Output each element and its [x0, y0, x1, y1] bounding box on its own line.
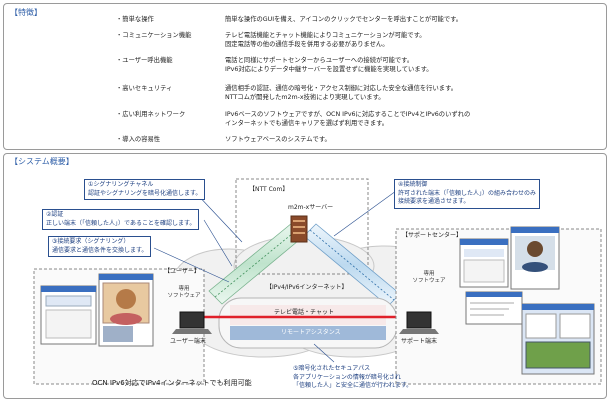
system-heading: 【システム概要】: [10, 157, 74, 166]
feature-desc: テレビ電話機能とチャット機能によりコミュニケーションが可能です。 固定電話等の他…: [225, 32, 426, 48]
user-video-window: [98, 273, 154, 347]
features-heading: 【特徴】: [10, 8, 42, 17]
feature-desc: 電話と同様にサポートセンターからユーザーへの接続が可能です。 IPv6対応により…: [225, 57, 433, 73]
callout-secure-path: ⑤暗号化されたセキュアパス 各アプリケーションの情報が暗号化され 「信頼した人」…: [293, 365, 413, 389]
internet-label: 【IPv4/IPv6インターネット】: [266, 284, 348, 291]
user-terminal-label: ユーザー端末: [170, 338, 206, 345]
callout-authentication: ②認証 正しい端末（「信頼した人」）であることを確認します。: [42, 209, 200, 230]
feature-desc: 簡単な操作のGUIを備え、アイコンのクリックでセンターを呼出すことが可能です。: [225, 16, 463, 23]
callout-connection-control: ④接続制御 許可された端末（「信頼した人」）の組み合わせのみ 接続要求を通過させ…: [394, 179, 541, 209]
user-app-window: [40, 285, 97, 345]
system-overview-panel: 【システム概要】: [3, 153, 607, 399]
support-video-window: [510, 226, 560, 290]
feature-term: ・導入の容易性: [116, 136, 161, 143]
laptop-icon: [399, 311, 439, 334]
ntt-com-label: 【NTT Com】: [249, 186, 289, 193]
remote-desktop-window: [521, 303, 595, 375]
tv-chat-label: テレビ電話・チャット: [274, 309, 334, 316]
server-icon: [290, 215, 308, 243]
callout-signaling-channel: ①シグナリングチャネル 認証やシグナリングを暗号化通信します。: [84, 179, 206, 200]
feature-term: ・広い利用ネットワーク: [116, 111, 186, 118]
support-terminal-label: サポート端末: [401, 338, 438, 345]
callout-connection-request: ③接続要求（シグナリング） 通信要求と通信条件を交換します。: [48, 236, 152, 257]
feature-term: ・高いセキュリティ: [116, 85, 173, 92]
ntt-com-box: [235, 178, 369, 275]
feature-term: ・コミュニケーション機能: [116, 32, 192, 39]
feature-desc: IPv6ベースのソフトウェアですが、OCN IPv6に対応することでIPv4とI…: [225, 111, 471, 127]
remote-assist-label: リモートアシスタンス: [281, 329, 341, 336]
support-site-label: 【サポートセンター】: [402, 232, 463, 239]
feature-term: ・簡単な操作: [116, 16, 154, 23]
secure-path-tube: [218, 297, 398, 349]
user-software-label: 専用 ソフトウェア: [167, 286, 201, 299]
m2m-server-label: m2m-xサーバー: [288, 204, 334, 211]
support-app-window: [459, 238, 509, 288]
feature-desc: ソフトウェアベースのシステムです。: [225, 136, 331, 143]
laptop-icon: [172, 311, 212, 334]
support-software-label: 専用 ソフトウェア: [412, 271, 446, 284]
network-diagram: [33, 178, 602, 385]
feature-desc: 通信相手の認証、通信の暗号化・アクセス制御に対応した安全な通信を行います。 NT…: [225, 85, 458, 101]
user-site-label: 【ユーザー】: [164, 268, 200, 275]
features-panel: 【特徴】 ・簡単な操作 簡単な操作のGUIを備え、アイコンのクリックでセンターを…: [3, 3, 607, 150]
footer-note: OCN IPv6対応でIPv4インターネットでも利用可能: [92, 379, 252, 387]
feature-term: ・ユーザー呼出機能: [116, 57, 173, 64]
chat-window: [465, 291, 523, 325]
